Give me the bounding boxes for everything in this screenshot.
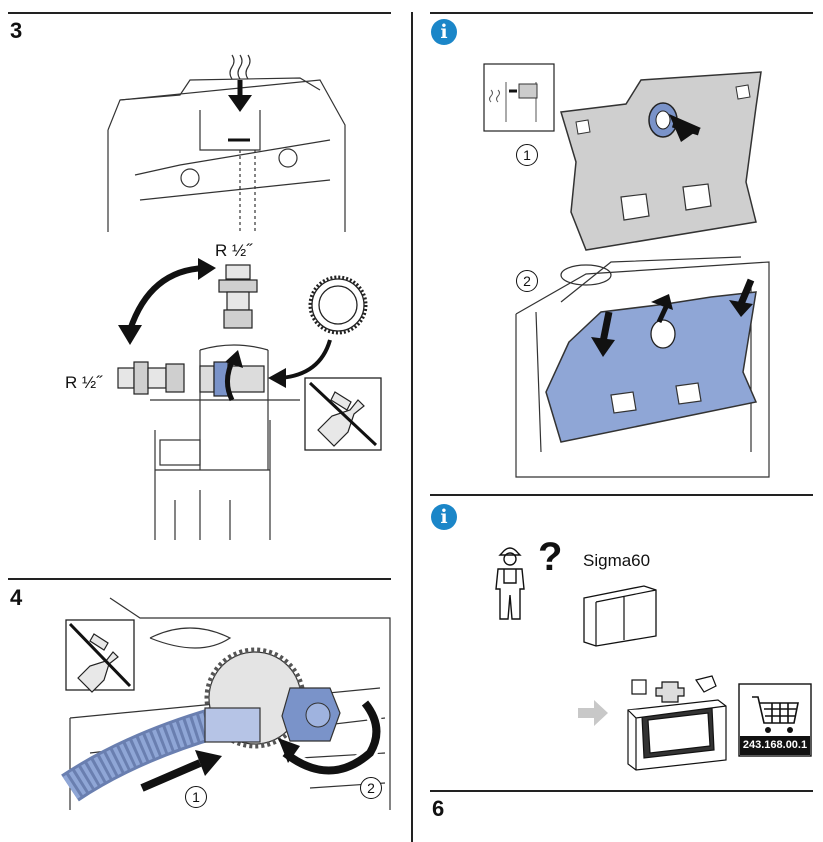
thread-size-label-top: R ½˝ [215, 241, 252, 260]
sigma60-plate-illustration [583, 585, 657, 647]
callout-1-info: 1 [516, 144, 538, 166]
info-icon: i [431, 19, 457, 45]
callout-1-step4: 1 [185, 786, 207, 808]
step-number-4: 4 [10, 585, 23, 610]
rule-step4 [8, 578, 391, 580]
info-icon: i [431, 504, 457, 530]
callout-2-step4: 2 [360, 777, 382, 799]
step4-illustration [61, 597, 391, 810]
top-rule-left [8, 12, 391, 14]
rule-step6 [430, 790, 813, 792]
mounting-plate-illustration [483, 63, 770, 478]
rule-info2 [430, 494, 813, 496]
step-number-3: 3 [10, 18, 23, 43]
callout-2-info: 2 [516, 270, 538, 292]
no-wrench-icon [304, 377, 382, 451]
product-name-label: Sigma60 [583, 551, 651, 570]
top-rule-right [430, 12, 813, 14]
article-number: 243.168.00.1 [740, 736, 810, 755]
installation-kit-illustration [627, 675, 727, 771]
installer-icon [495, 547, 525, 620]
gray-arrow [578, 700, 608, 726]
center-divider [411, 12, 413, 842]
question-mark-icon: ? [538, 535, 563, 579]
step3-illustration [107, 54, 382, 540]
thread-size-label-left: R ½˝ [65, 373, 102, 392]
step-number-6: 6 [432, 796, 445, 821]
